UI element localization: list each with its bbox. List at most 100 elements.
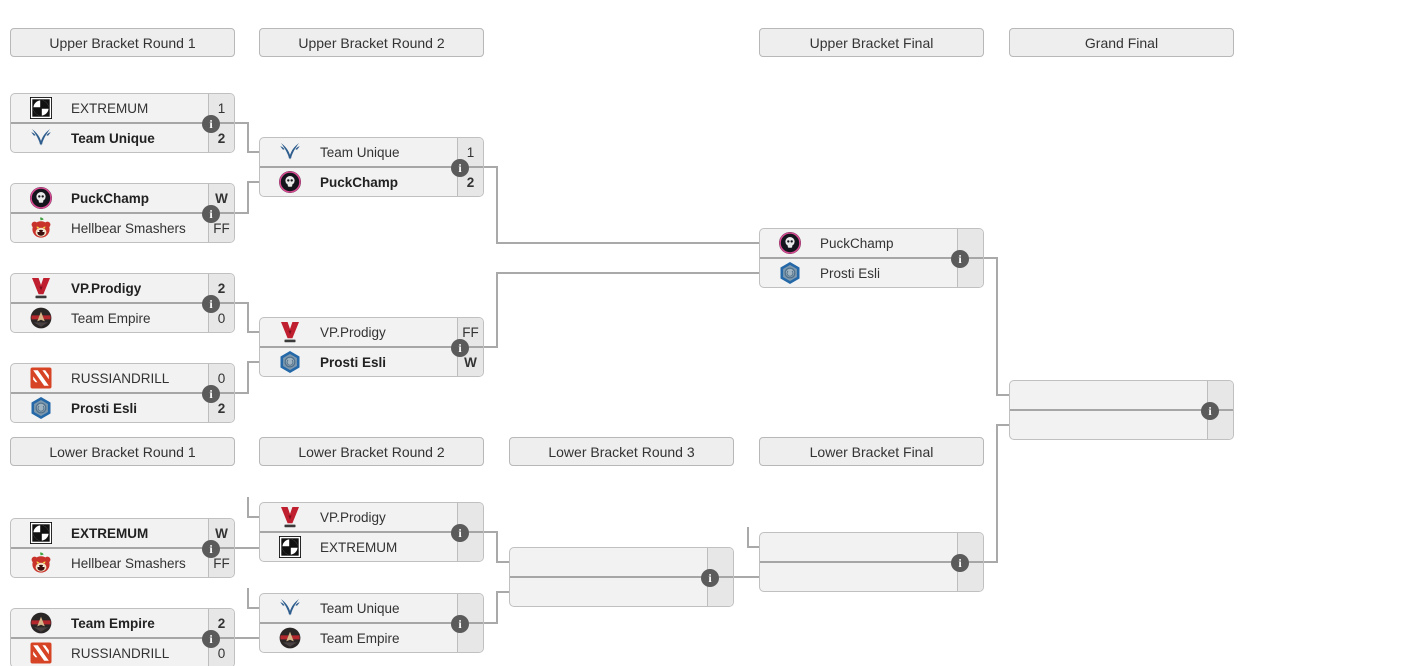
match-info-icon[interactable]: i — [451, 339, 469, 357]
bracket-connector-line — [734, 576, 759, 578]
bracket-connector-line — [247, 122, 249, 153]
bracket-connector-line — [235, 392, 248, 394]
match-info-icon[interactable]: i — [951, 554, 969, 572]
round-header-ubf: Upper Bracket Final — [759, 28, 984, 57]
match-info-icon[interactable]: i — [202, 540, 220, 558]
team-score: 2 — [217, 615, 226, 631]
round-header-ubr1: Upper Bracket Round 1 — [10, 28, 235, 57]
team-name-link[interactable]: EXTREMUM — [320, 539, 398, 555]
match-info-icon[interactable]: i — [701, 569, 719, 587]
bracket-connector-line — [248, 607, 259, 609]
team-name-link[interactable]: VP.Prodigy — [320, 509, 386, 525]
team-row: Team Empire — [260, 624, 483, 652]
bracket-connector-line — [497, 242, 759, 244]
bracket-connector-line — [248, 516, 259, 518]
bracket-connector-line — [997, 424, 1009, 426]
team-name-link[interactable]: VP.Prodigy — [320, 324, 386, 340]
bracket-connector-line — [235, 547, 259, 549]
match-info-icon[interactable]: i — [451, 615, 469, 633]
team-score: 2 — [217, 400, 226, 416]
team-unique-logo-icon — [278, 596, 302, 620]
team-row — [1010, 381, 1233, 409]
team-score: 0 — [217, 370, 226, 386]
team-name-link[interactable]: Hellbear Smashers — [71, 555, 186, 571]
team-name-link[interactable]: Hellbear Smashers — [71, 220, 186, 236]
match-info-icon[interactable]: i — [202, 115, 220, 133]
bracket-connector-line — [984, 561, 997, 563]
russiandrill-logo-icon — [29, 366, 53, 390]
bracket-connector-line — [248, 151, 259, 153]
match-info-icon[interactable]: i — [202, 205, 220, 223]
team-empire-logo-icon — [278, 626, 302, 650]
puckchamp-logo-icon — [29, 186, 53, 210]
row-divider — [1010, 409, 1233, 411]
bracket-connector-line — [484, 166, 497, 168]
bracket-connector-line — [496, 166, 498, 244]
extremum-logo-icon — [278, 535, 302, 559]
team-name-link[interactable]: PuckChamp — [320, 174, 399, 190]
team-row: Team Empire 2 — [11, 609, 234, 637]
team-name-link[interactable]: Team Unique — [71, 130, 155, 146]
bracket-connector-line — [984, 257, 997, 259]
puckchamp-logo-icon — [278, 170, 302, 194]
bracket-connector-line — [248, 361, 259, 363]
match-info-icon[interactable]: i — [1201, 402, 1219, 420]
team-name-link[interactable]: RUSSIANDRILL — [71, 645, 170, 661]
team-score: 0 — [217, 310, 226, 326]
team-row — [760, 533, 983, 561]
bracket-connector-line — [497, 561, 509, 563]
team-row: PuckChamp — [760, 229, 983, 257]
team-name-link[interactable]: Team Empire — [320, 630, 400, 646]
team-name-link[interactable]: RUSSIANDRILL — [71, 370, 170, 386]
match-info-icon[interactable]: i — [202, 630, 220, 648]
team-name-link[interactable]: EXTREMUM — [71, 100, 149, 116]
prosti-esli-logo-icon — [778, 261, 802, 285]
bracket-connector-line — [997, 394, 1009, 396]
team-row — [510, 548, 733, 576]
row-divider — [11, 212, 234, 214]
team-name-link[interactable]: Team Empire — [71, 310, 151, 326]
team-name-link[interactable]: Team Empire — [71, 615, 155, 631]
team-name-link[interactable]: VP.Prodigy — [71, 280, 142, 296]
team-score: FF — [213, 555, 230, 571]
row-divider — [260, 622, 483, 624]
bracket-connector-line — [497, 591, 509, 593]
row-divider — [11, 637, 234, 639]
match-info-icon[interactable]: i — [451, 524, 469, 542]
match-info-icon[interactable]: i — [451, 159, 469, 177]
match-gf: i — [1009, 380, 1234, 440]
team-name-link[interactable]: Prosti Esli — [71, 400, 138, 416]
bracket-connector-line — [496, 531, 498, 563]
round-header-lbr2: Lower Bracket Round 2 — [259, 437, 484, 466]
team-unique-logo-icon — [29, 126, 53, 150]
team-row: Prosti Esli 2 — [11, 394, 234, 422]
team-name-link[interactable]: EXTREMUM — [71, 525, 149, 541]
row-divider — [760, 257, 983, 259]
match-info-icon[interactable]: i — [951, 250, 969, 268]
team-name-link[interactable]: PuckChamp — [71, 190, 150, 206]
bracket-connector-line — [248, 331, 259, 333]
team-name-link[interactable]: Team Unique — [320, 600, 400, 616]
team-score: 1 — [217, 100, 226, 116]
round-header-lbr1: Lower Bracket Round 1 — [10, 437, 235, 466]
team-name-link[interactable]: Prosti Esli — [320, 354, 387, 370]
team-name-link[interactable]: Team Unique — [320, 144, 400, 160]
bracket-connector-line — [247, 497, 249, 518]
bracket-connector-line — [235, 302, 248, 304]
team-name-link[interactable]: PuckChamp — [820, 235, 894, 251]
match-info-icon[interactable]: i — [202, 295, 220, 313]
match-info-icon[interactable]: i — [202, 385, 220, 403]
team-row — [1010, 411, 1233, 439]
row-divider — [760, 561, 983, 563]
bracket-connector-line — [247, 588, 249, 609]
extremum-logo-icon — [29, 96, 53, 120]
team-name-link[interactable]: Prosti Esli — [820, 265, 881, 281]
row-divider — [11, 392, 234, 394]
